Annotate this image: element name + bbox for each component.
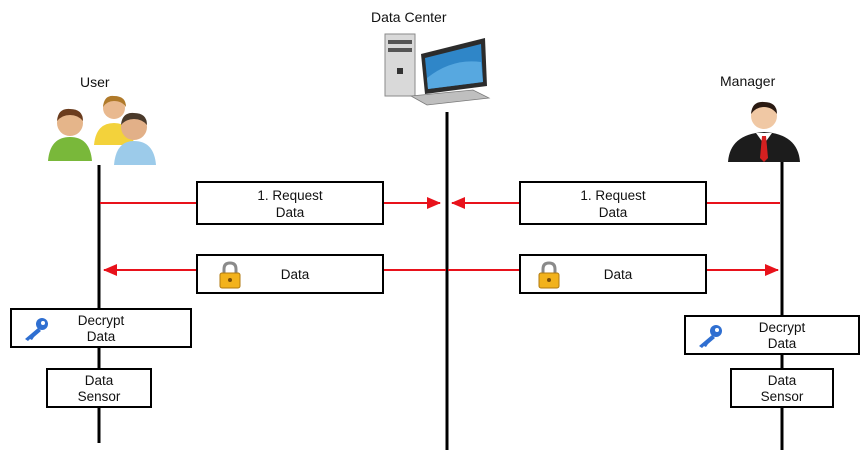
- user-request-box: 1. Request Data: [196, 181, 384, 225]
- manager-sensor-line1: Data: [767, 373, 797, 388]
- user-request-line1: 1. Request: [257, 188, 323, 203]
- manager-data-label: Data: [603, 267, 633, 282]
- key-icon: [25, 318, 48, 341]
- user-decrypt-line2: Data: [86, 329, 116, 344]
- manager-decrypt-box: Decrypt Data: [684, 315, 860, 355]
- padlock-icon: [538, 261, 560, 289]
- user-data-box: Data: [196, 254, 384, 294]
- user-decrypt-box: Decrypt Data: [10, 308, 192, 348]
- manager-label: Manager: [720, 73, 776, 89]
- key-icon: [699, 325, 722, 348]
- user-sensor-line2: Sensor: [77, 389, 121, 404]
- data-center-label: Data Center: [371, 9, 447, 25]
- user-label: User: [80, 74, 110, 90]
- padlock-icon: [219, 261, 241, 289]
- manager-sensor-box: Data Sensor: [730, 368, 834, 408]
- manager-decrypt-line1: Decrypt: [758, 320, 806, 335]
- manager-request-box: 1. Request Data: [519, 181, 707, 225]
- user-data-label: Data: [280, 267, 310, 282]
- user-request-line2: Data: [275, 205, 305, 220]
- manager-sensor-line2: Sensor: [760, 389, 804, 404]
- desktop-computer-icon: [384, 33, 491, 106]
- user-sensor-box: Data Sensor: [46, 368, 152, 408]
- manager-decrypt-line2: Data: [767, 336, 797, 351]
- manager-icon: [728, 101, 800, 162]
- manager-data-box: Data: [519, 254, 707, 294]
- manager-request-line2: Data: [598, 205, 628, 220]
- users-group-icon: [48, 95, 156, 165]
- manager-request-line1: 1. Request: [580, 188, 646, 203]
- user-sensor-line1: Data: [84, 373, 114, 388]
- user-decrypt-line1: Decrypt: [77, 313, 125, 328]
